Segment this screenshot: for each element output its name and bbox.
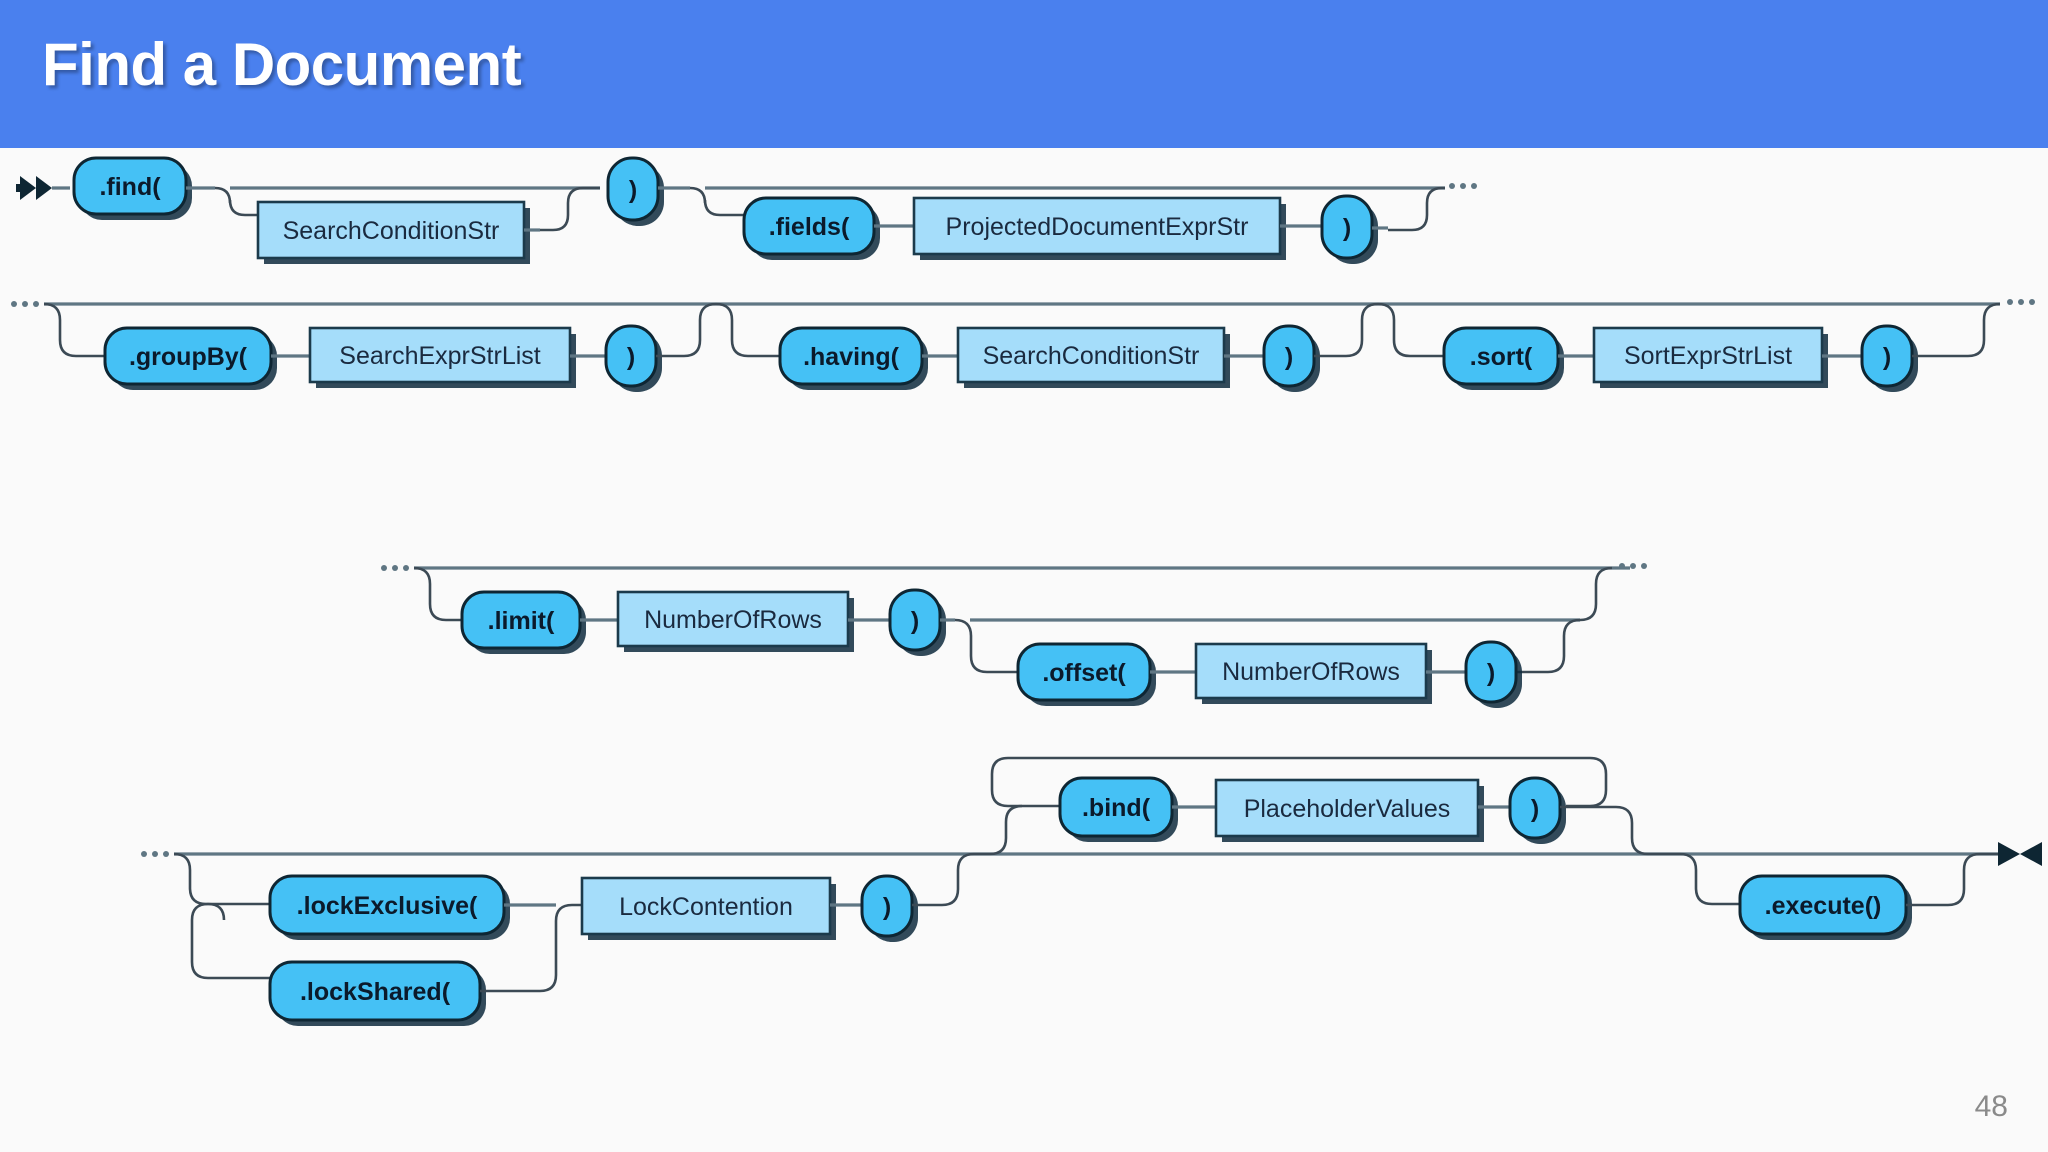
node-search-condition-str-1-label: SearchConditionStr — [283, 217, 500, 245]
continuation-dots-left-4 — [141, 851, 169, 857]
node-close-paren-4[interactable]: ) — [1262, 324, 1320, 392]
node-number-of-rows-2-label: NumberOfRows — [1222, 658, 1400, 686]
node-close-paren-9[interactable]: ) — [1508, 776, 1566, 844]
continuation-dots-right-1 — [1449, 183, 1477, 189]
node-projected-document-expr-str-label: ProjectedDocumentExprStr — [946, 213, 1249, 241]
page-title: Find a Document — [42, 31, 522, 98]
node-search-condition-str-2-label: SearchConditionStr — [983, 342, 1200, 370]
node-close-paren-3[interactable]: ) — [604, 324, 662, 392]
node-limit[interactable]: .limit( — [460, 590, 586, 654]
node-close-paren-8-label: ) — [883, 893, 891, 921]
node-lock-contention[interactable]: LockContention — [580, 876, 836, 940]
continuation-dots-left-3 — [381, 565, 409, 571]
node-sort[interactable]: .sort( — [1442, 326, 1564, 390]
node-close-paren-1-label: ) — [629, 176, 637, 204]
node-close-paren-5[interactable]: ) — [1860, 324, 1918, 392]
node-close-paren-8[interactable]: ) — [860, 874, 918, 942]
node-lock-contention-label: LockContention — [619, 893, 793, 921]
node-sort-expr-str-list-label: SortExprStrList — [1624, 342, 1792, 370]
node-sort-label: .sort( — [1470, 343, 1533, 371]
diagram-row-1: .find( SearchConditionStr ) — [16, 156, 1477, 264]
continuation-dots-left-2 — [11, 301, 39, 307]
diagram-row-4: .lockExclusive( .lockShared( LockContent… — [141, 756, 2042, 1026]
node-close-paren-5-label: ) — [1883, 343, 1891, 371]
node-placeholder-values[interactable]: PlaceholderValues — [1214, 778, 1484, 842]
node-fields[interactable]: .fields( — [742, 196, 880, 260]
node-projected-document-expr-str[interactable]: ProjectedDocumentExprStr — [912, 196, 1286, 260]
node-number-of-rows-1[interactable]: NumberOfRows — [616, 590, 854, 652]
node-close-paren-6-label: ) — [911, 607, 919, 635]
node-close-paren-2[interactable]: ) — [1320, 194, 1378, 264]
node-group-by[interactable]: .groupBy( — [103, 326, 277, 390]
node-close-paren-7-label: ) — [1487, 659, 1495, 687]
node-offset-label: .offset( — [1042, 659, 1126, 687]
node-number-of-rows-2[interactable]: NumberOfRows — [1194, 642, 1432, 704]
node-search-expr-str-list[interactable]: SearchExprStrList — [308, 326, 576, 388]
node-search-condition-str-1[interactable]: SearchConditionStr — [256, 200, 540, 264]
node-find-label: .find( — [99, 173, 161, 201]
node-number-of-rows-1-label: NumberOfRows — [644, 606, 822, 634]
node-bind-label: .bind( — [1082, 794, 1151, 822]
node-bind[interactable]: .bind( — [1058, 776, 1178, 842]
railroad-diagram-svg: .find( SearchConditionStr ) — [11, 156, 2042, 1026]
diagram-row-3: .limit( NumberOfRows ) .offset( — [381, 563, 1647, 708]
node-limit-label: .limit( — [488, 607, 555, 635]
node-having[interactable]: .having( — [778, 326, 928, 390]
node-group-by-label: .groupBy( — [129, 343, 248, 371]
continuation-dots-right-3 — [1619, 563, 1647, 569]
node-close-paren-2-label: ) — [1343, 214, 1351, 242]
node-lock-shared-label: .lockShared( — [300, 978, 451, 1006]
node-lock-exclusive[interactable]: .lockExclusive( — [268, 874, 510, 940]
node-fields-label: .fields( — [769, 213, 850, 241]
end-marker-icon — [1998, 842, 2042, 866]
slide-header: Find a Document — [0, 0, 2048, 148]
node-lock-shared[interactable]: .lockShared( — [268, 960, 486, 1026]
node-find[interactable]: .find( — [72, 156, 192, 220]
continuation-dots-right-2 — [2007, 299, 2035, 305]
node-execute-label: .execute() — [1765, 892, 1882, 920]
node-search-condition-str-2[interactable]: SearchConditionStr — [956, 326, 1230, 388]
node-close-paren-4-label: ) — [1285, 343, 1293, 371]
page-number: 48 — [1974, 1090, 2008, 1123]
node-sort-expr-str-list[interactable]: SortExprStrList — [1592, 326, 1828, 388]
start-marker-icon — [16, 176, 52, 200]
node-close-paren-6[interactable]: ) — [888, 588, 946, 656]
node-execute[interactable]: .execute() — [1738, 874, 1912, 940]
node-close-paren-9-label: ) — [1531, 795, 1539, 823]
node-offset[interactable]: .offset( — [1016, 642, 1156, 706]
node-having-label: .having( — [803, 343, 900, 371]
diagram-row-2: .groupBy( SearchExprStrList ) .having( — [11, 299, 2035, 392]
node-search-expr-str-list-label: SearchExprStrList — [339, 342, 541, 370]
node-lock-exclusive-label: .lockExclusive( — [297, 892, 478, 920]
node-close-paren-3-label: ) — [627, 343, 635, 371]
node-close-paren-7[interactable]: ) — [1464, 640, 1522, 708]
node-placeholder-values-label: PlaceholderValues — [1244, 795, 1451, 823]
railroad-diagram-canvas: .find( SearchConditionStr ) — [0, 148, 2048, 1152]
node-close-paren-1[interactable]: ) — [606, 156, 664, 226]
